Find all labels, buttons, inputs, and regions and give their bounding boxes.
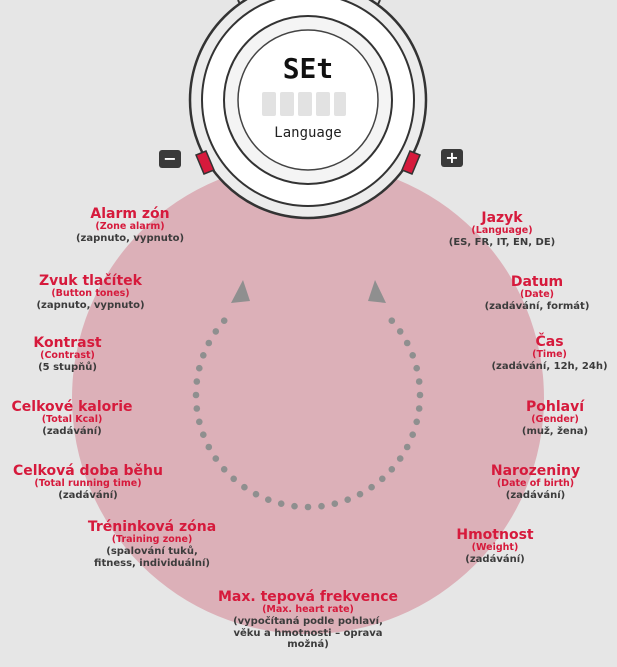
dot	[396, 328, 404, 335]
dot	[200, 431, 207, 439]
menu-item-total-running-time: Celková doba běhu (Total running time) (…	[12, 463, 163, 502]
dot	[379, 475, 386, 483]
dot	[205, 443, 213, 451]
dot	[252, 490, 260, 498]
dot	[388, 466, 396, 473]
dot	[200, 352, 207, 359]
arrow-right-icon	[368, 280, 386, 303]
dot	[413, 418, 421, 426]
dot	[318, 502, 325, 510]
dot	[416, 391, 424, 399]
dot	[415, 405, 423, 412]
menu-ring	[72, 162, 544, 634]
dot	[265, 496, 272, 504]
menu-item-date-of-birth: Narozeniny (Date of birth) (zadávání)	[490, 463, 581, 502]
dot	[192, 391, 200, 399]
menu-item-button-tones: Zvuk tlačítek (Button tones) (zapnuto, v…	[36, 273, 145, 312]
dot	[212, 455, 220, 462]
dot	[196, 418, 203, 426]
lcd-item-text: Language	[274, 125, 342, 141]
menu-item-date: Datum (Date) (zadávání, formát)	[484, 274, 590, 313]
dot	[415, 378, 423, 385]
plus-button-accent	[401, 150, 421, 175]
menu-item-gender: Pohlaví (Gender) (muž, žena)	[521, 399, 589, 438]
menu-item-contrast: Kontrast (Contrast) (5 stupňů)	[33, 335, 102, 374]
dot	[212, 328, 220, 335]
arrow-left-icon	[231, 280, 250, 303]
dot	[368, 483, 375, 491]
dot	[220, 317, 228, 325]
menu-item-training-zone: Tréninková zóna (Training zone) (spalová…	[87, 519, 217, 569]
dot	[409, 352, 417, 359]
lcd-mode-text: SEt	[282, 52, 334, 85]
dot	[388, 317, 396, 325]
menu-item-zone-alarm: Alarm zón (Zone alarm) (zapnuto, vypnuto…	[75, 206, 185, 245]
dot	[403, 339, 411, 347]
dot	[277, 500, 285, 508]
dot	[230, 475, 237, 483]
dot	[344, 496, 352, 504]
dot	[409, 431, 417, 439]
minus-button[interactable]: −	[159, 150, 181, 168]
dotted-circle	[192, 317, 424, 511]
dot	[413, 364, 421, 372]
dot	[205, 339, 213, 347]
menu-item-language: Jazyk (Language) (ES, FR, IT, EN, DE)	[448, 210, 556, 249]
dot	[396, 455, 404, 462]
dot	[193, 378, 201, 385]
dot	[291, 502, 298, 510]
dot	[220, 466, 228, 473]
dot	[356, 490, 364, 498]
dot	[403, 443, 411, 451]
menu-item-max-heart-rate: Max. tepová frekvence (Max. heart rate) …	[217, 589, 399, 651]
plus-button[interactable]: +	[441, 149, 463, 167]
lcd-ghost-digits	[262, 92, 346, 116]
menu-item-weight: Hmotnost (Weight) (zadávání)	[456, 527, 534, 566]
dot	[196, 364, 203, 372]
menu-item-time: Čas (Time) (zadávání, 12h, 24h)	[491, 334, 608, 373]
menu-item-total-kcal: Celkové kalorie (Total Kcal) (zadávání)	[11, 399, 133, 438]
dot	[331, 500, 339, 508]
minus-button-accent	[195, 150, 215, 175]
dot	[241, 483, 248, 491]
dot	[304, 503, 312, 511]
dot	[193, 405, 201, 412]
